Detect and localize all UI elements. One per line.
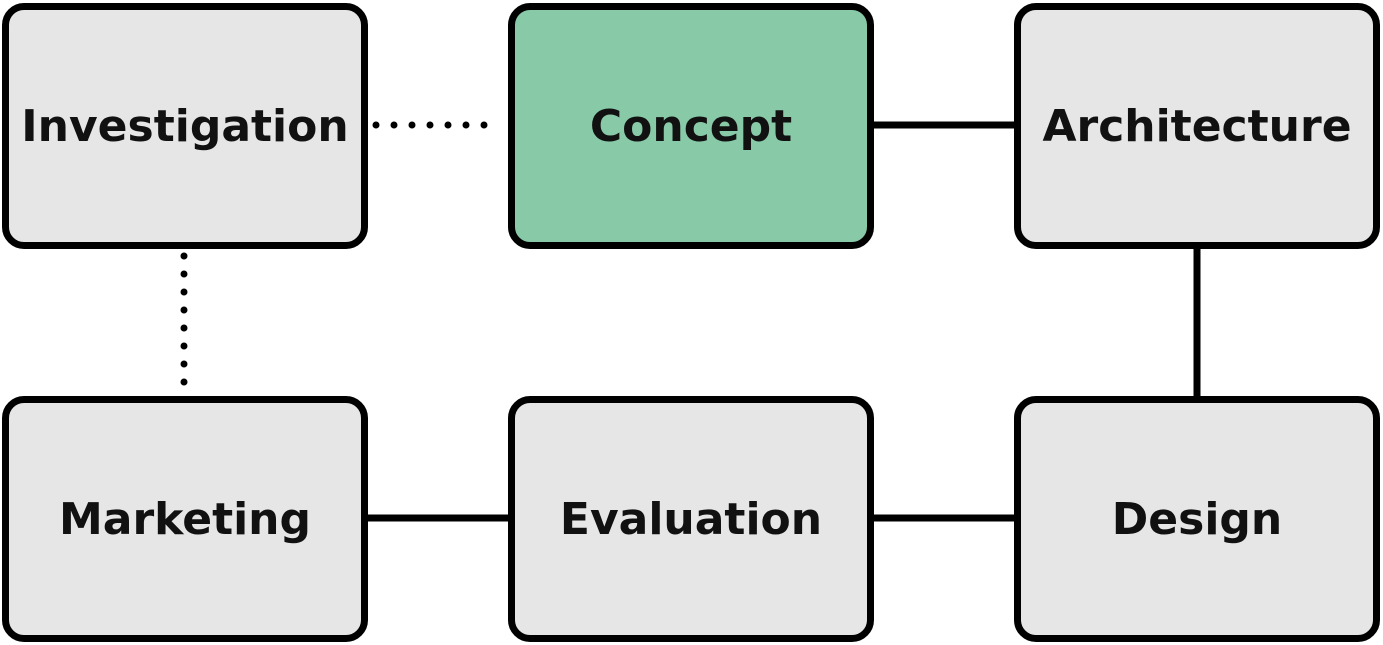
node-evaluation: Evaluation: [508, 396, 874, 642]
node-design: Design: [1014, 396, 1380, 642]
node-evaluation-label: Evaluation: [559, 493, 823, 545]
node-marketing: Marketing: [2, 396, 368, 642]
node-design-label: Design: [1111, 493, 1283, 545]
node-marketing-label: Marketing: [58, 493, 312, 545]
node-concept-label: Concept: [589, 100, 793, 152]
node-architecture: Architecture: [1014, 3, 1380, 249]
node-architecture-label: Architecture: [1042, 100, 1352, 152]
node-investigation: Investigation: [2, 3, 368, 249]
node-investigation-label: Investigation: [21, 100, 349, 152]
node-concept: Concept: [508, 3, 874, 249]
